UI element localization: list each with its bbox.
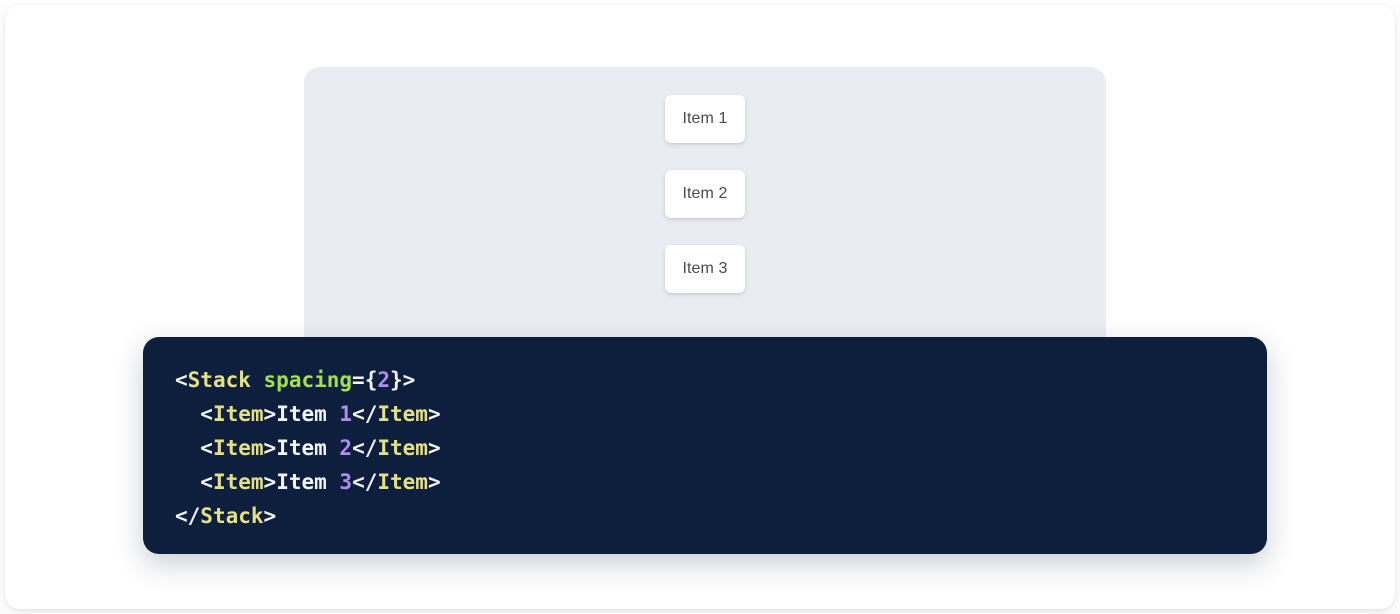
code-token-punct: > [428,402,441,426]
code-text: <Stack spacing={2}> <Item>Item 1</Item> … [175,363,1267,533]
code-token-num: 3 [339,470,352,494]
code-token-tag: Item [377,402,428,426]
code-token-punct: < [200,436,213,460]
stack-preview-panel: Item 1 Item 2 Item 3 [304,67,1106,367]
code-token-punct: > [264,402,277,426]
code-token-punct: ={ [352,368,377,392]
code-token-text: Item [276,402,339,426]
code-token-num: 1 [339,402,352,426]
code-token-num: 2 [339,436,352,460]
code-token-tag: Item [213,436,264,460]
code-token-punct: </ [352,436,377,460]
code-token-punct: </ [175,504,200,528]
code-token-text: Item [276,470,339,494]
code-token-punct: > [428,470,441,494]
code-token-punct: < [175,368,188,392]
code-token-attr: spacing [264,368,353,392]
stack-item[interactable]: Item 1 [665,95,745,143]
code-token-tag: Item [213,402,264,426]
code-token-tag: Item [377,436,428,460]
code-token-punct: </ [352,402,377,426]
code-token-punct: </ [352,470,377,494]
stack-item[interactable]: Item 2 [665,170,745,218]
code-token-punct: > [428,436,441,460]
code-snippet-block[interactable]: <Stack spacing={2}> <Item>Item 1</Item> … [143,337,1267,554]
stack-container: Item 1 Item 2 Item 3 [665,95,745,293]
code-token-tag: Item [213,470,264,494]
code-token-punct: < [200,402,213,426]
code-token-punct: < [200,470,213,494]
code-token-tag: Stack [200,504,263,528]
code-token-punct: > [264,504,277,528]
demo-card: Item 1 Item 2 Item 3 <Stack spacing={2}>… [5,5,1395,609]
stack-item[interactable]: Item 3 [665,245,745,293]
code-token-punct: }> [390,368,415,392]
code-token-tag: Item [377,470,428,494]
code-token-text: Item [276,436,339,460]
code-token-text [251,368,264,392]
code-token-punct: > [264,470,277,494]
code-token-punct: > [264,436,277,460]
code-token-num: 2 [377,368,390,392]
code-token-tag: Stack [188,368,251,392]
